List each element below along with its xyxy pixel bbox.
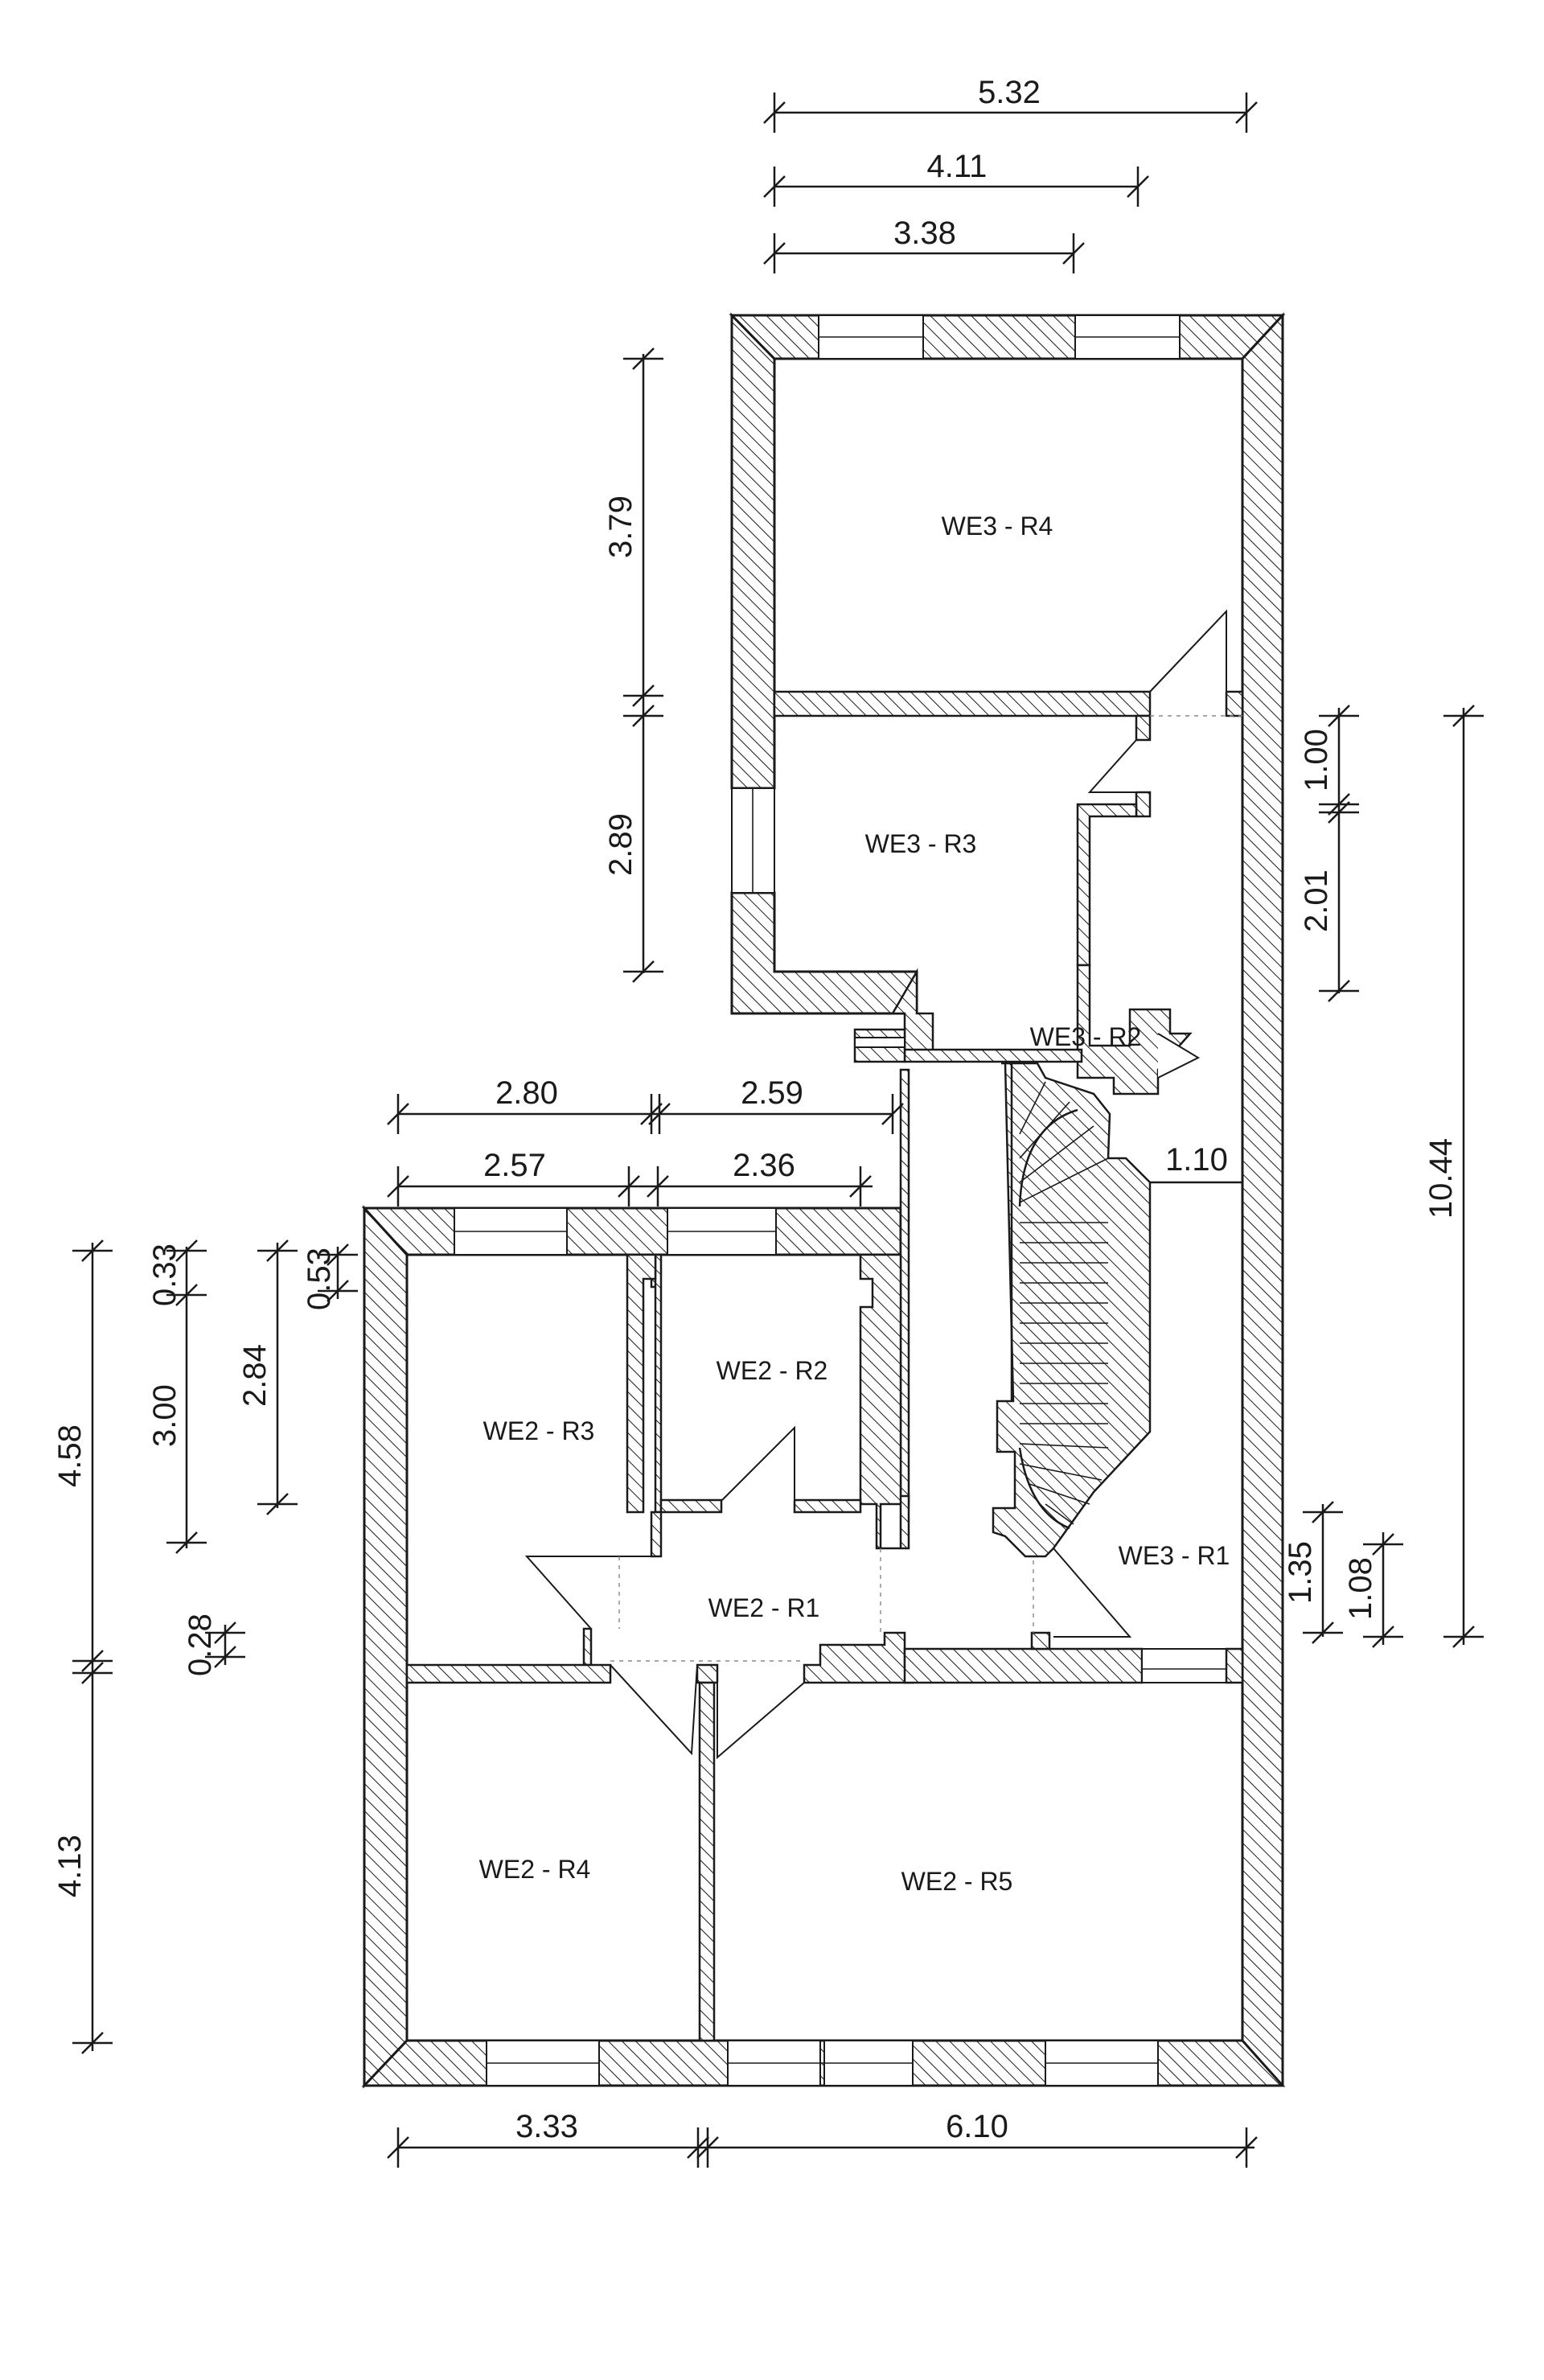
door-we3-r2 [1157,1033,1201,1079]
label-we2-r1: WE2 - R1 [708,1593,820,1622]
door-we2-r2 [721,1425,795,1501]
dim-left-3-00: 3.00 [147,1384,183,1447]
dim-left-0-28: 0.28 [183,1613,218,1676]
wall-r2-bottom-right [793,1498,862,1514]
wall-upper-left-bottom [730,891,918,1015]
dimension-lines: 5.32 4.11 3.38 3.79 2.89 2.80 2.59 2.57 … [52,75,1484,2168]
dim-left-4-13: 4.13 [52,1835,88,1897]
room-labels: WE3 - R4 WE3 - R3 WE3 - R2 WE3 - R1 WE2 … [479,512,1230,1896]
door-we2-r4 [610,1664,698,1756]
dim-top-4-11: 4.11 [927,149,988,184]
dim-mid-2-57: 2.57 [483,1148,546,1183]
dim-right-2-01: 2.01 [1299,869,1334,932]
wall-r3-r2 [654,1253,663,1514]
label-we2-r3: WE2 - R3 [483,1416,595,1445]
upper-building [729,312,1286,2087]
dim-right-1-00: 1.00 [1299,729,1334,791]
dim-right-10-44: 10.44 [1423,1138,1459,1219]
dim-left-0-33: 0.33 [147,1243,183,1306]
dim-bottom-6-10: 6.10 [946,2109,1008,2144]
label-we2-r4: WE2 - R4 [479,1855,591,1884]
dim-stair-1-10: 1.10 [1165,1142,1228,1178]
radiator [1141,1648,1227,1683]
wall-r1-r5 [903,1647,1144,1684]
door-we3-r4 [1149,609,1227,693]
wall-r2-right [859,1253,910,1550]
dim-top-5-32: 5.32 [978,75,1041,110]
dim-mid-2-59: 2.59 [741,1075,803,1111]
door-we3-r3 [1087,739,1137,793]
label-we2-r2: WE2 - R2 [717,1356,828,1385]
dim-left-4-58: 4.58 [52,1424,88,1487]
dim-right-1-08: 1.08 [1343,1557,1378,1620]
label-we3-r2: WE3 - R2 [1030,1022,1142,1051]
door-we2-r3 [524,1556,651,1630]
wall-lower-left [363,1205,409,2089]
lower-building [361,1068,1286,2089]
dim-mid-2-80: 2.80 [495,1075,558,1111]
wall-upper-left-top [730,312,776,790]
dim-left-0-53: 0.53 [302,1248,337,1310]
wall-r4-r5 [698,1681,716,2042]
wall-lower-top [361,1206,902,1256]
label-we3-r3: WE3 - R3 [865,829,977,858]
wall-r3-right [1076,803,1138,967]
door-we3-r1 [1053,1548,1132,1638]
wall-r3-r4 [405,1663,612,1684]
wall-landing [903,1048,1083,1063]
label-we3-r4: WE3 - R4 [942,512,1053,541]
dim-left-2-84: 2.84 [237,1344,273,1407]
dim-bottom-3-33: 3.33 [515,2109,578,2144]
door-we2-r5 [717,1682,805,1760]
wall-corridor-left [899,1068,910,1506]
wall-r4-r3 [773,690,1152,717]
stair-wall [992,1062,1152,1558]
stair-treads [1019,1081,1109,1525]
dim-top-3-38: 3.38 [893,216,956,251]
dim-right-1-35: 1.35 [1283,1541,1318,1604]
dim-left-3-79: 3.79 [603,495,639,558]
wall-upper-top [729,314,1286,360]
wall-right [1241,312,1284,2087]
label-we2-r5: WE2 - R5 [901,1867,1013,1896]
dim-mid-2-36: 2.36 [733,1148,795,1183]
dim-left-2-89: 2.89 [603,813,639,876]
wall-r2-bottom-left [659,1498,723,1514]
label-we3-r1: WE3 - R1 [1119,1541,1230,1570]
